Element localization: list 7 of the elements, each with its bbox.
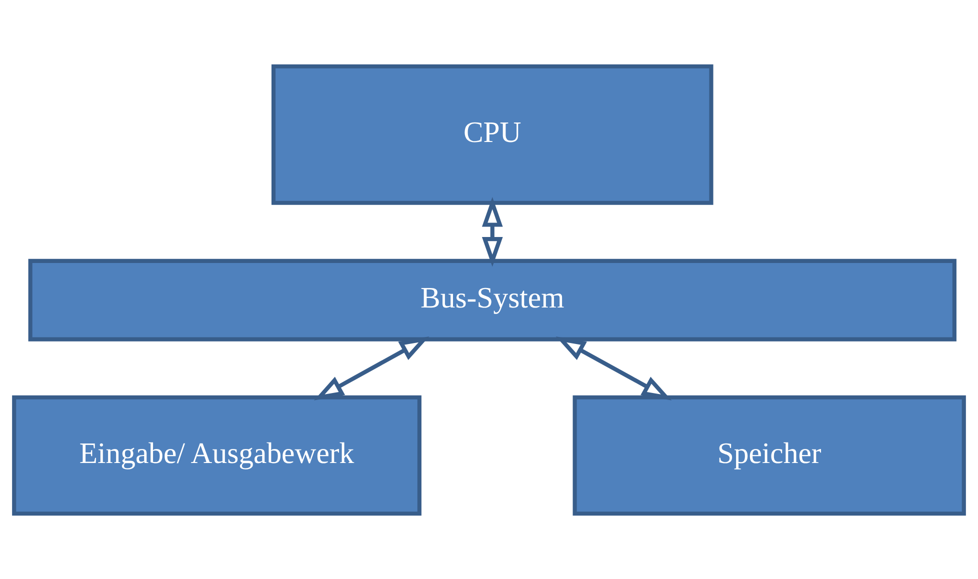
arrow xyxy=(556,336,672,400)
node-box: Bus-System xyxy=(28,258,956,341)
node-box: Eingabe/ Ausgabewerk xyxy=(12,394,422,516)
node-box: Speicher xyxy=(572,394,966,516)
arrow xyxy=(482,196,503,266)
arrow xyxy=(314,336,430,400)
node-box: CPU xyxy=(271,64,714,204)
